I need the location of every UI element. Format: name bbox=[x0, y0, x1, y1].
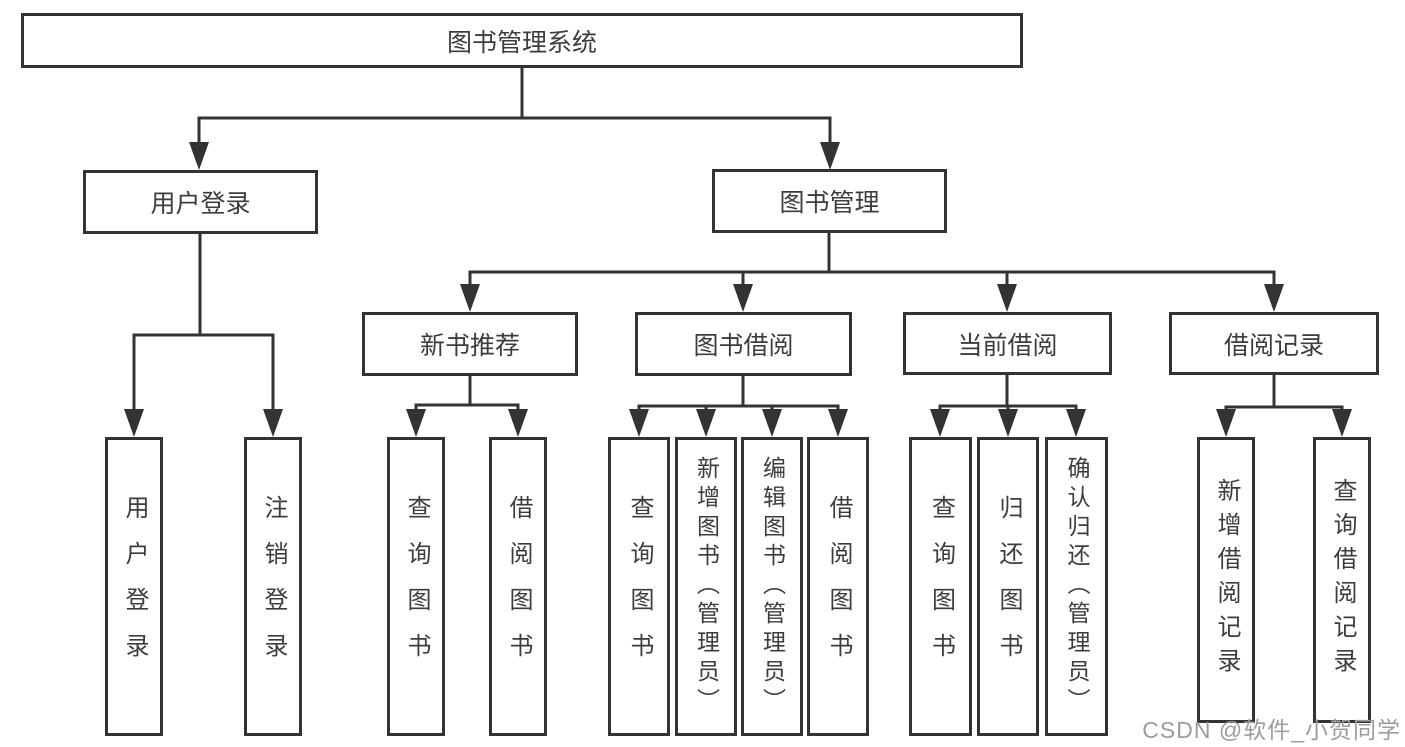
node-label: 查询图书 bbox=[927, 494, 955, 679]
leaf-return-books: 归还图书 bbox=[977, 437, 1039, 736]
leaf-borrow-books-recommend: 借阅图书 bbox=[489, 437, 547, 736]
node-label: 新增借阅记录 bbox=[1213, 478, 1240, 682]
node-label: 图书管理 bbox=[779, 189, 880, 217]
node-label: 编辑图书（管理员） bbox=[759, 456, 786, 717]
node-label: 新书推荐 bbox=[419, 332, 520, 360]
node-label: 归还图书 bbox=[995, 494, 1022, 679]
node-label: 借阅记录 bbox=[1223, 331, 1324, 360]
node-label: 图书管理系统 bbox=[446, 28, 597, 57]
leaf-edit-books-admin: 编辑图书（管理员） bbox=[741, 437, 803, 736]
node-label: 确认归还（管理员） bbox=[1064, 456, 1090, 717]
node-label: 查询借阅记录 bbox=[1329, 478, 1356, 682]
node-book-borrow: 图书借阅 bbox=[635, 312, 852, 376]
node-label: 借阅图书 bbox=[505, 494, 532, 679]
leaf-logout: 注销登录 bbox=[244, 437, 302, 736]
leaf-add-borrow-record: 新增借阅记录 bbox=[1197, 437, 1255, 723]
node-label: 当前借阅 bbox=[957, 331, 1058, 360]
node-label: 用户登录 bbox=[150, 190, 251, 218]
node-label: 注销登录 bbox=[260, 494, 287, 679]
leaf-query-borrow-record: 查询借阅记录 bbox=[1313, 437, 1371, 723]
node-new-book-recommend: 新书推荐 bbox=[362, 312, 578, 376]
leaf-query-books-recommend: 查询图书 bbox=[387, 437, 445, 736]
watermark: CSDN @软件_小贺同学 bbox=[1142, 717, 1401, 743]
node-label: 查询图书 bbox=[403, 494, 430, 679]
node-label: 图书借阅 bbox=[693, 332, 794, 360]
node-label: 查询图书 bbox=[626, 494, 653, 679]
leaf-query-books-current: 查询图书 bbox=[909, 437, 972, 736]
node-user-login: 用户登录 bbox=[83, 170, 318, 234]
leaf-query-books-borrow: 查询图书 bbox=[608, 437, 670, 736]
node-book-management: 图书管理 bbox=[712, 169, 947, 233]
node-root-system: 图书管理系统 bbox=[21, 13, 1023, 68]
leaf-confirm-return-admin: 确认归还（管理员） bbox=[1045, 437, 1108, 736]
leaf-user-login: 用户登录 bbox=[105, 437, 163, 736]
node-label: 用户登录 bbox=[121, 494, 148, 679]
node-label: 新增图书（管理员） bbox=[693, 456, 720, 717]
leaf-add-books-admin: 新增图书（管理员） bbox=[675, 437, 737, 736]
node-borrow-records: 借阅记录 bbox=[1169, 312, 1379, 375]
node-current-borrow: 当前借阅 bbox=[903, 312, 1112, 375]
node-label: 借阅图书 bbox=[825, 494, 852, 679]
leaf-borrow-books: 借阅图书 bbox=[807, 437, 869, 736]
